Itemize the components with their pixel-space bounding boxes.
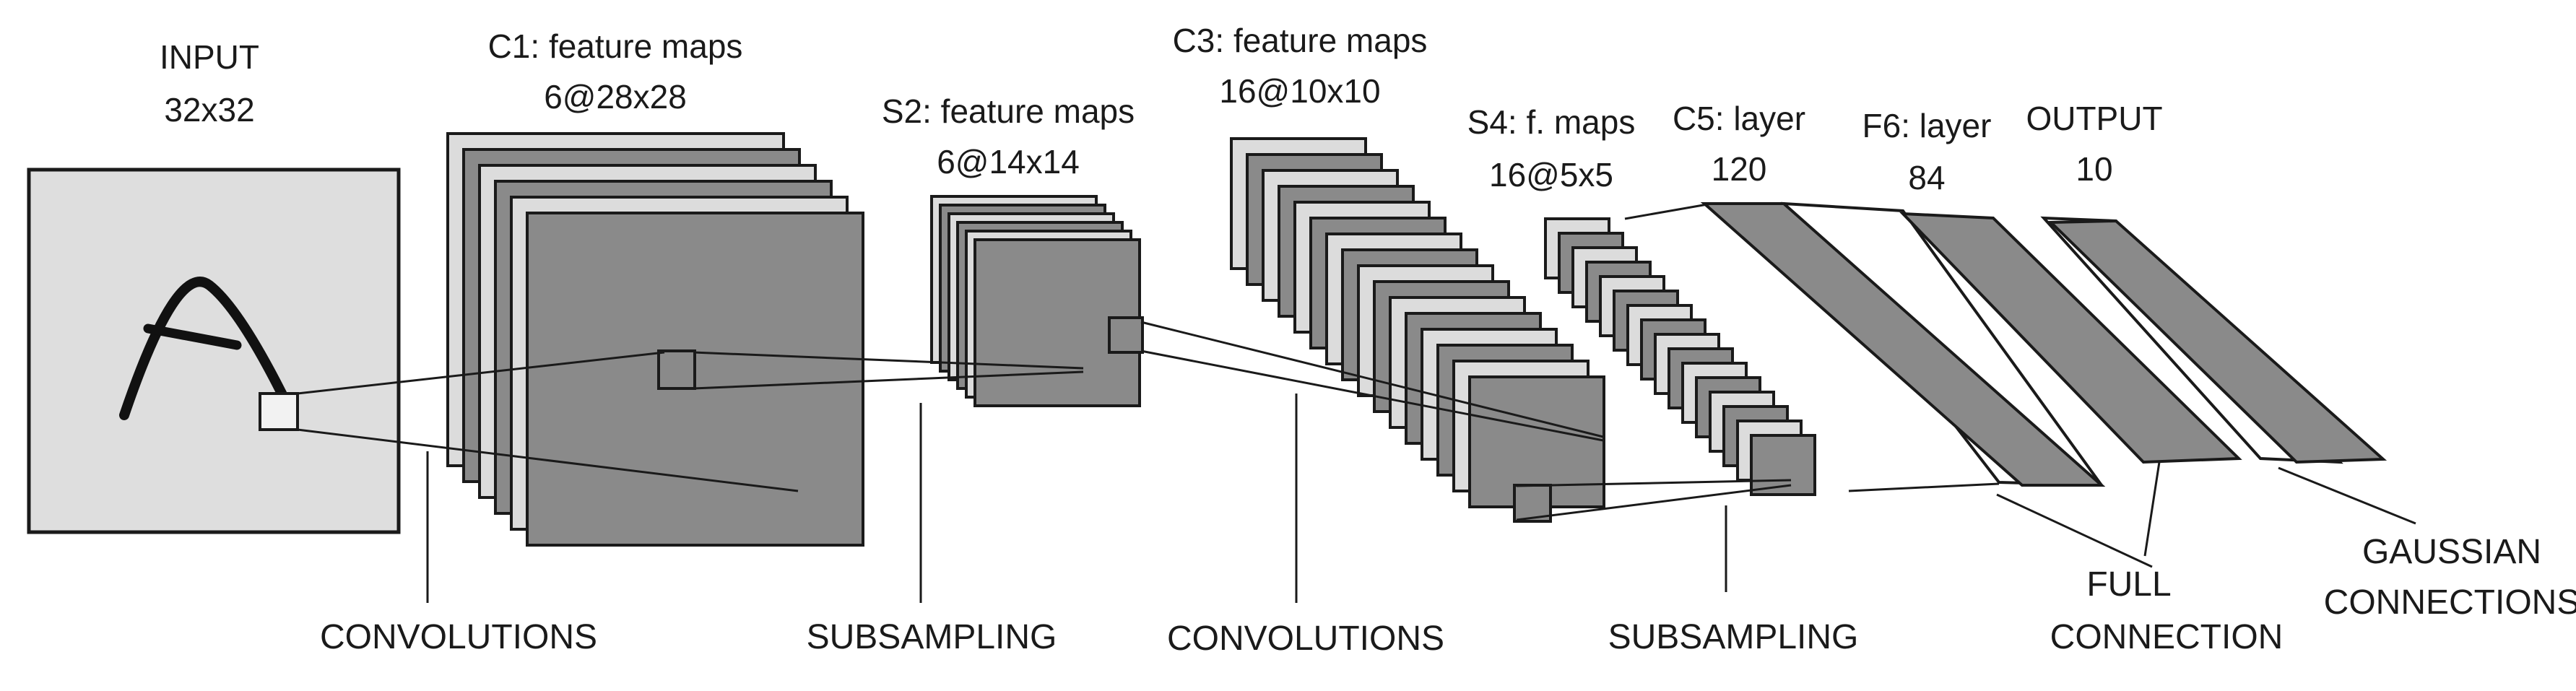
input-label: INPUT — [160, 38, 259, 76]
input-image — [27, 168, 401, 534]
conv1-label: CONVOLUTIONS — [320, 618, 597, 656]
handwritten-letter-a — [119, 277, 298, 420]
sub1-label: SUBSAMPLING — [807, 618, 1057, 656]
operation-labels: CONVOLUTIONS SUBSAMPLING CONVOLUTIONS SU… — [320, 533, 2576, 658]
input-size-label: 32x32 — [164, 91, 254, 129]
gaussian-connections-label-line1: GAUSSIAN — [2362, 533, 2541, 571]
input-receptive-field — [259, 392, 299, 431]
full-connection-label-line1: FULL — [2086, 565, 2171, 604]
operation-pointer-lines — [426, 394, 2416, 603]
gaussian-connections-label-line2: CONNECTIONS — [2324, 583, 2576, 622]
f6-layer-band — [1899, 212, 2242, 464]
s2-feature-map-stack — [930, 195, 1144, 407]
c1-receptive-field — [657, 349, 696, 390]
c1-label: C1: feature maps — [488, 27, 743, 65]
c5-size-label: 120 — [1712, 150, 1767, 188]
receptive-field-lines — [297, 202, 2000, 521]
s4-label: S4: f. maps — [1467, 103, 1636, 141]
output-size-label: 10 — [2076, 150, 2112, 188]
output-label: OUTPUT — [2026, 100, 2162, 137]
s2-receptive-field — [1108, 316, 1144, 354]
c1-size-label: 6@28x28 — [544, 78, 687, 116]
fully-connected-layers — [1700, 201, 2388, 487]
layer-labels: INPUT 32x32 C1: feature maps 6@28x28 S2:… — [160, 22, 2163, 196]
s2-label: S2: feature maps — [882, 92, 1135, 130]
c5-layer-band — [1700, 202, 2106, 487]
output-layer-band — [2047, 219, 2388, 464]
full-connection-label-line2: CONNECTION — [2050, 618, 2284, 656]
c3-feature-map-stack — [1230, 137, 1605, 523]
s2-size-label: 6@14x14 — [937, 143, 1080, 181]
f6-label: F6: layer — [1862, 107, 1992, 144]
sub2-label: SUBSAMPLING — [1608, 618, 1859, 656]
s4-size-label: 16@5x5 — [1489, 156, 1613, 194]
c3-label: C3: feature maps — [1173, 22, 1428, 59]
conv2-label: CONVOLUTIONS — [1167, 620, 1444, 658]
c5-label: C5: layer — [1673, 100, 1805, 137]
f6-size-label: 84 — [1908, 159, 1945, 196]
s4-feature-map-stack — [1544, 217, 1816, 496]
c1-feature-map-stack — [446, 132, 864, 547]
c3-size-label: 16@10x10 — [1219, 72, 1380, 110]
s4-feature-map-plane — [1750, 434, 1816, 496]
